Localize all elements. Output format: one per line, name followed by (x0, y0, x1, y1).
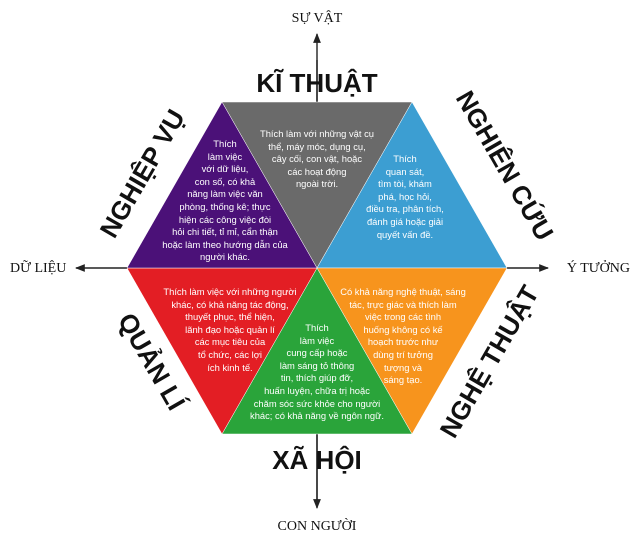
description-line: dùng trí tưởng (373, 348, 433, 360)
axis-label-right: Ý TƯỞNG (567, 259, 630, 276)
description-line: thể, máy móc, dụng cụ, (268, 140, 366, 152)
description-line: huấn luyện, chữa trị hoặc (264, 384, 370, 396)
description-line: các hoạt động (287, 165, 347, 177)
description-line: Thích (213, 138, 237, 149)
description-line: hiện các công việc đòi (178, 213, 272, 225)
description-line: Thích làm việc với những người (163, 286, 297, 297)
description-line: tượng và (384, 361, 422, 373)
description-line: chăm sóc sức khỏe cho người (253, 397, 381, 409)
description-line: đánh giá hoặc giải (366, 215, 444, 227)
description-line: Có khả năng nghệ thuật, sáng (340, 286, 466, 297)
description-line: hoạch trước như (367, 336, 439, 348)
description-line: năng làm việc văn (187, 188, 263, 200)
description-line: cung cấp hoặc (286, 347, 348, 359)
axis-label-top: SỰ VẬT (292, 9, 343, 26)
description-line: lãnh đạo hoặc quản lí (185, 323, 275, 335)
description-line: người khác. (200, 251, 250, 263)
title-social: XÃ HỘI (272, 445, 362, 475)
description-line: làm việc (299, 334, 335, 346)
description-line: việc trong các tình (364, 311, 442, 323)
description-line: làm sáng tỏ thông (279, 359, 355, 371)
professional-segment (126, 101, 318, 269)
description-line: với dữ liệu, (201, 163, 249, 175)
description-line: Thích (305, 322, 329, 333)
axis-label-left: DỮ LIỆU (10, 259, 66, 276)
title-technical: KĨ THUẬT (256, 68, 377, 98)
axis-label-bottom: CON NGƯỜI (278, 517, 357, 534)
description-line: ích kinh tế. (207, 361, 253, 373)
description-line: tác, trực giác và thích làm (349, 298, 457, 310)
description-line: tìm tòi, khám (378, 178, 432, 190)
description-line: quan sát, (385, 165, 425, 177)
description-line: sáng tạo. (383, 374, 423, 386)
description-line: các mục tiêu của (194, 336, 266, 348)
description-line: con số, có khả (194, 175, 256, 187)
description-line: phá, học hỏi, (378, 190, 432, 202)
description-line: quyết vấn đề. (376, 228, 434, 240)
description-line: làm việc (207, 150, 243, 162)
description-line: thuyết phục, thể hiện, (185, 311, 275, 323)
description-line: tin, thích giúp đỡ, (280, 372, 354, 384)
description-line: khác, có khả năng tác động, (171, 298, 289, 310)
description-line: ngoài trời. (295, 178, 339, 190)
description-line: cây cối, con vật, hoặc (271, 153, 363, 165)
description-line: Thích (393, 153, 417, 164)
description-line: Thích làm với những vật cụ (259, 128, 375, 139)
description-line: phòng, thống kê; thực (179, 200, 271, 212)
description-line: hoặc làm theo hướng dẫn của (162, 238, 288, 250)
description-line: hỏi chi tiết, tỉ mỉ, cẩn thận (172, 226, 278, 238)
description-line: tổ chức, các lợi (197, 348, 262, 360)
description-line: khác; có khả năng về ngôn ngữ. (250, 410, 384, 422)
description-line: huống không có kế (363, 323, 443, 335)
description-line: điều tra, phân tích, (366, 203, 444, 215)
